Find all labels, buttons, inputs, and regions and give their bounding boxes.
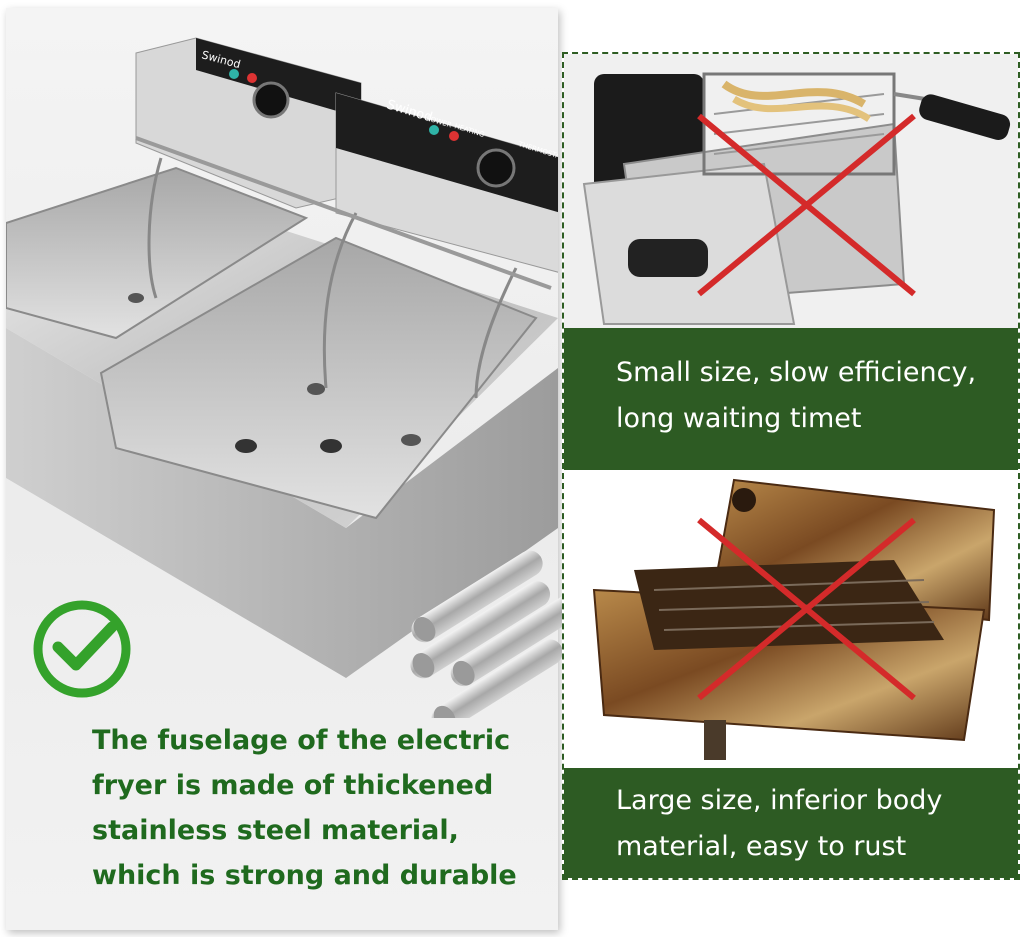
small-fryer-photo (564, 54, 1018, 328)
small-fryer-illustration (582, 72, 1011, 325)
comparison-caption-small: Small size, slow efficiency, long waitin… (564, 328, 1018, 470)
product-panel: Swinod Swinod POWER HEATING THERMOSTAT T… (6, 8, 566, 930)
product-caption: The fuselage of the electric fryer is ma… (92, 718, 552, 898)
comparison-caption-large: Large size, inferior body material, easy… (564, 768, 1018, 878)
red-x-icon (697, 517, 916, 701)
comparison-caption-line: material, easy to rust (616, 831, 907, 862)
check-circle-icon (33, 600, 131, 698)
product-caption-line: stainless steel material, (92, 815, 459, 846)
comparison-caption-line: Large size, inferior body (616, 785, 943, 816)
steel-rods-illustration (410, 550, 566, 718)
comparison-caption-line: Small size, slow efficiency, (616, 357, 977, 388)
comparison-panel: Small size, slow efficiency, long waitin… (562, 52, 1020, 880)
rusty-fryer-illustration (592, 478, 996, 760)
double-fryer-illustration: Swinod Swinod POWER HEATING THERMOSTAT (6, 37, 558, 678)
product-caption-line: fryer is made of thickened (92, 770, 494, 801)
red-x-icon (697, 113, 916, 297)
comparison-caption-line: long waiting timet (616, 403, 862, 434)
product-caption-line: which is strong and durable (92, 860, 517, 891)
product-caption-line: The fuselage of the electric (92, 725, 511, 756)
rusty-fryer-photo (564, 470, 1018, 768)
